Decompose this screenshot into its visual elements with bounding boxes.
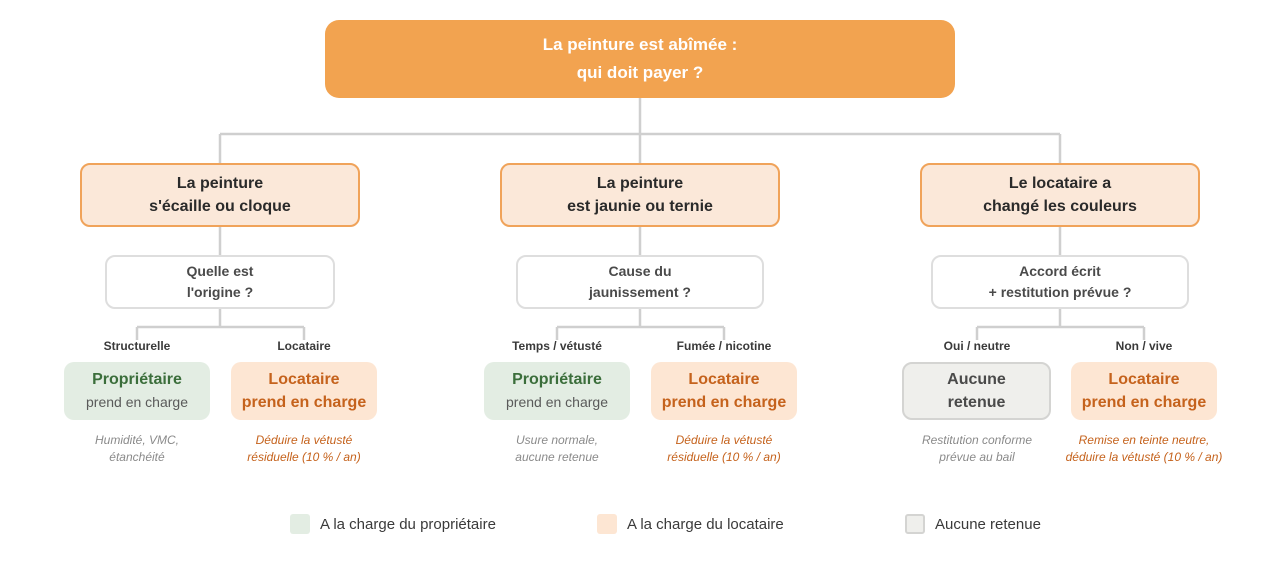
outcome-none-3: Aucune retenue	[902, 362, 1051, 420]
outcome-2b-line-1: Locataire	[688, 371, 760, 388]
root-line-2: qui doit payer ?	[576, 63, 704, 82]
legend-item-owner: A la charge du propriétaire	[290, 513, 496, 535]
outcome-1b-line-1: Locataire	[268, 371, 340, 388]
case-box-3: Le locataire a changé les couleurs	[920, 163, 1200, 227]
edge-label-2a: Temps / vétusté	[512, 339, 602, 353]
edge-label-2b: Fumée / nicotine	[676, 339, 772, 353]
legend-label-none: Aucune retenue	[935, 515, 1041, 533]
question-1-line-2: l'origine ?	[186, 284, 254, 300]
legend-swatch-none	[905, 514, 925, 534]
note-1a-line-1: Humidité, VMC,	[94, 433, 180, 447]
edge-label-1b: Locataire	[277, 339, 331, 353]
legend-label-owner: A la charge du propriétaire	[320, 515, 496, 533]
note-1b-line-1: Déduire la vétusté	[255, 433, 353, 447]
edge-label-3b: Non / vive	[1115, 339, 1173, 353]
case-2-line-2: est jaunie ou ternie	[567, 198, 713, 215]
outcome-3b-line-2: prend en charge	[1081, 394, 1207, 411]
legend-swatch-owner	[290, 514, 310, 534]
outcome-owner-1: Propriétaire prend en charge	[64, 362, 210, 420]
note-1b-line-2: résiduelle (10 % / an)	[247, 450, 361, 464]
note-1a-line-2: étanchéité	[109, 450, 165, 464]
outcome-tenant-3: Locataire prend en charge	[1071, 362, 1217, 420]
outcome-2b-line-2: prend en charge	[661, 394, 787, 411]
outcome-3b-line-1: Locataire	[1108, 371, 1180, 388]
outcome-owner-2: Propriétaire prend en charge	[484, 362, 630, 420]
question-2-line-2: jaunissement ?	[589, 284, 691, 300]
note-2a-line-2: aucune retenue	[515, 450, 599, 464]
case-3-line-2: changé les couleurs	[983, 198, 1137, 215]
outcome-2a-line-1: Propriétaire	[512, 371, 602, 388]
outcome-1a-line-1: Propriétaire	[92, 371, 182, 388]
edge-label-1a: Structurelle	[103, 339, 171, 353]
note-3b-line-1: Remise en teinte neutre,	[1078, 433, 1210, 447]
note-2a: Usure normale, aucune retenue	[457, 432, 657, 466]
question-3-line-2: + restitution prévue ?	[988, 284, 1132, 300]
outcome-tenant-1: Locataire prend en charge	[231, 362, 377, 420]
note-2b-line-2: résiduelle (10 % / an)	[667, 450, 781, 464]
question-1-line-1: Quelle est	[186, 263, 254, 279]
outcome-3a-line-2: retenue	[947, 394, 1006, 411]
legend-item-none: Aucune retenue	[905, 513, 1041, 535]
legend-label-tenant: A la charge du locataire	[627, 515, 784, 533]
case-box-1: La peinture s'écaille ou cloque	[80, 163, 360, 227]
case-1-line-1: La peinture	[176, 175, 264, 192]
case-3-line-1: Le locataire a	[1008, 175, 1112, 192]
outcome-1b-line-2: prend en charge	[241, 394, 367, 411]
note-3b-line-2: déduire la vétusté (10 % / an)	[1065, 450, 1223, 464]
note-3a-line-1: Restitution conforme	[921, 433, 1033, 447]
outcome-tenant-2: Locataire prend en charge	[651, 362, 797, 420]
note-3b: Remise en teinte neutre, déduire la vétu…	[1034, 432, 1254, 466]
edge-label-3a: Oui / neutre	[943, 339, 1011, 353]
legend-item-tenant: A la charge du locataire	[597, 513, 784, 535]
case-1-line-2: s'écaille ou cloque	[149, 198, 291, 215]
note-3a-line-2: prévue au bail	[939, 450, 1015, 464]
case-2-line-1: La peinture	[596, 175, 684, 192]
outcome-2a-line-2: prend en charge	[506, 394, 608, 410]
question-box-3: Accord écrit + restitution prévue ?	[931, 255, 1189, 309]
outcome-3a-line-1: Aucune	[947, 371, 1006, 388]
question-3-line-1: Accord écrit	[1019, 263, 1101, 279]
question-box-2: Cause du jaunissement ?	[516, 255, 764, 309]
note-3a: Restitution conforme prévue au bail	[877, 432, 1077, 466]
note-1b: Déduire la vétusté résiduelle (10 % / an…	[204, 432, 404, 466]
note-1a: Humidité, VMC, étanchéité	[37, 432, 237, 466]
root-question-box: La peinture est abîmée : qui doit payer …	[325, 20, 955, 98]
note-2b-line-1: Déduire la vétusté	[675, 433, 773, 447]
question-box-1: Quelle est l'origine ?	[105, 255, 335, 309]
case-box-2: La peinture est jaunie ou ternie	[500, 163, 780, 227]
outcome-1a-line-2: prend en charge	[86, 394, 188, 410]
legend-swatch-tenant	[597, 514, 617, 534]
note-2a-line-1: Usure normale,	[515, 433, 599, 447]
root-line-1: La peinture est abîmée :	[542, 35, 738, 54]
note-2b: Déduire la vétusté résiduelle (10 % / an…	[624, 432, 824, 466]
question-2-line-1: Cause du	[608, 263, 672, 279]
